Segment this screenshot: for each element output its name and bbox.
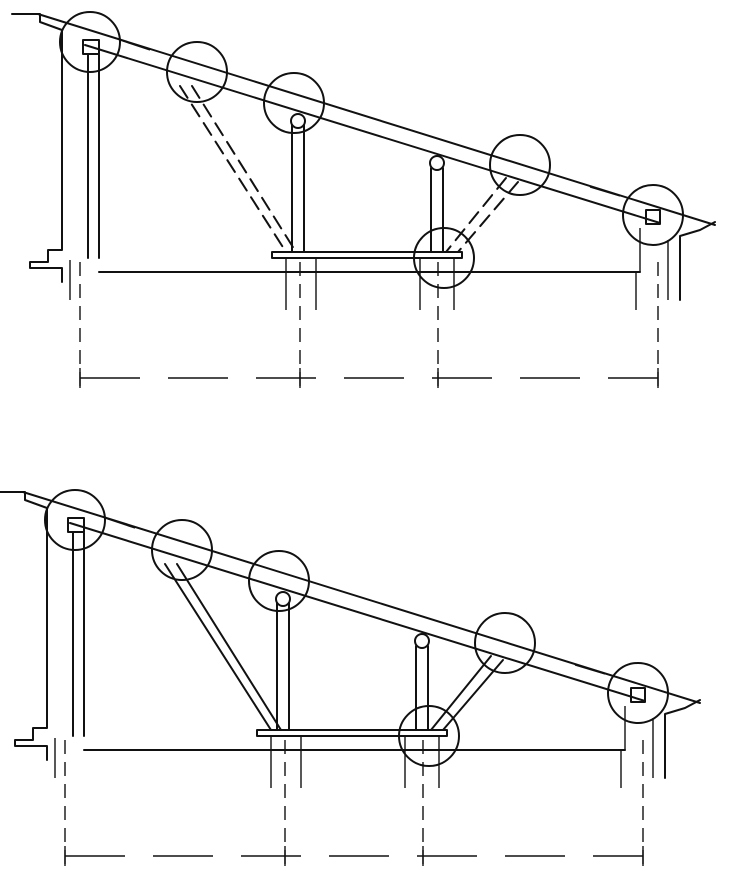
rafter-mark — [589, 186, 621, 197]
rafter-mark — [119, 39, 151, 51]
purlin-right — [645, 209, 661, 225]
brace-left-a — [164, 563, 272, 731]
left-wall — [11, 13, 63, 283]
sole-plate — [256, 729, 448, 737]
rafter-bottom-edge — [69, 522, 646, 702]
rafter-mark — [574, 664, 606, 675]
purlin-left — [67, 517, 85, 533]
joint-circle-2 — [151, 519, 213, 581]
joint-circle-2 — [166, 41, 228, 103]
panel-bottom — [0, 489, 701, 870]
rafter-top-edge — [37, 13, 716, 226]
rafter-mark — [104, 517, 136, 529]
brace-left-b — [191, 85, 297, 253]
purlin-right — [630, 687, 646, 703]
strut-2-cap — [429, 155, 445, 171]
joint-circle-1 — [44, 489, 106, 551]
strut-1-cap — [290, 113, 306, 129]
joint-circle-5 — [398, 705, 460, 767]
rafter-top-edge — [22, 491, 701, 704]
strut-1-cap — [275, 591, 291, 607]
joint-circle-6 — [607, 662, 669, 724]
right-wall — [664, 699, 701, 779]
joint-circle-3 — [263, 72, 325, 134]
rafter-bottom-edge — [84, 44, 661, 224]
brace-left-a — [179, 85, 287, 253]
strut-2-cap — [414, 633, 430, 649]
brace-left-b — [176, 563, 282, 731]
brace-right-a — [445, 177, 507, 253]
panel-top — [11, 11, 716, 392]
purlin-left — [82, 39, 100, 55]
left-wall — [0, 491, 48, 761]
joint-circle-1 — [59, 11, 121, 73]
joint-circle-3 — [248, 550, 310, 612]
right-wall — [679, 221, 716, 301]
joint-circle-5 — [413, 227, 475, 289]
joint-circle-6 — [622, 184, 684, 246]
joint-circle-4 — [474, 612, 536, 674]
sole-plate — [271, 251, 463, 259]
joint-circle-4 — [489, 134, 551, 196]
brace-right-a — [430, 655, 492, 731]
